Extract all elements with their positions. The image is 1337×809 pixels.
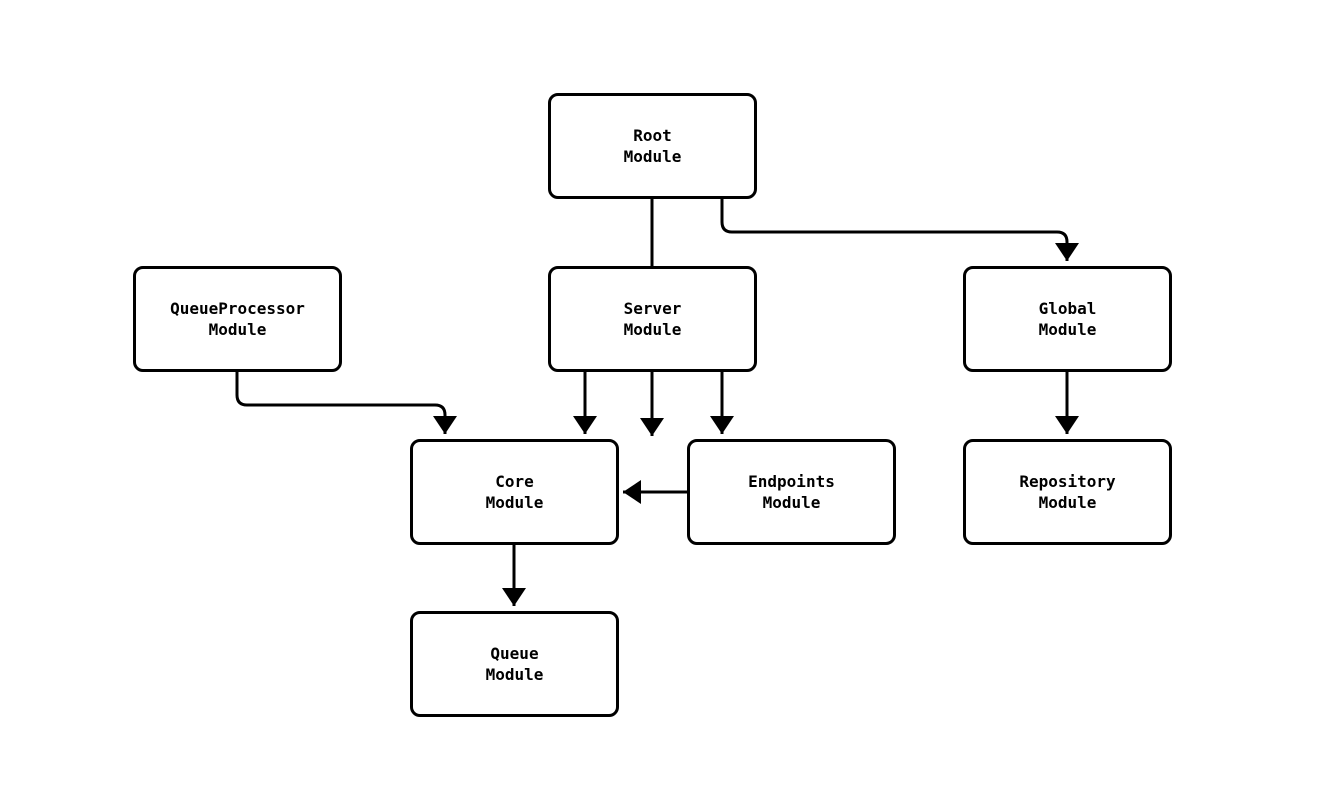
node-endpoints-module: Endpoints Module [687, 439, 896, 545]
node-endpoints-module-label: Endpoints Module [748, 472, 835, 512]
node-server-module: Server Module [548, 266, 757, 372]
node-queue-module: Queue Module [410, 611, 619, 717]
edge-root-to-global [720, 198, 1079, 261]
node-root-module: Root Module [548, 93, 757, 199]
node-queue-module-label: Queue Module [485, 644, 544, 684]
node-repository-module: Repository Module [963, 439, 1172, 545]
node-global-module: Global Module [963, 266, 1172, 372]
node-repository-module-label: Repository Module [1019, 472, 1116, 512]
node-server-module-label: Server Module [623, 299, 682, 339]
edge-queueprocessor-to-core [235, 372, 457, 434]
node-core-module: Core Module [410, 439, 619, 545]
node-core-module-label: Core Module [485, 472, 544, 512]
node-queueprocessor-module-label: QueueProcessor Module [170, 299, 305, 339]
node-queueprocessor-module: QueueProcessor Module [133, 266, 342, 372]
node-root-module-label: Root Module [623, 126, 682, 166]
node-global-module-label: Global Module [1038, 299, 1097, 339]
